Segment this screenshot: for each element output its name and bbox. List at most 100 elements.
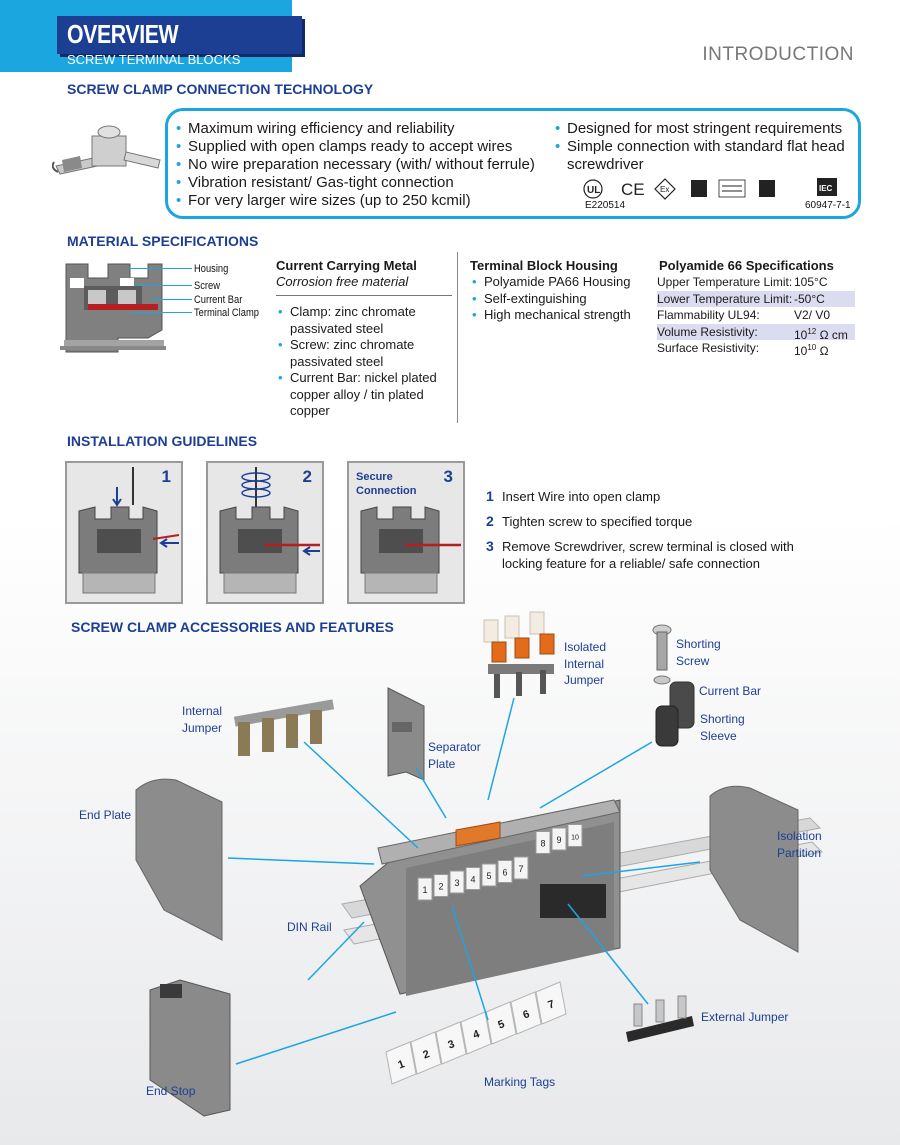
table-row: Flammability UL94: V2/ V0 <box>657 307 855 324</box>
marking-tag <box>535 981 567 1025</box>
label-housing: Housing <box>194 263 229 275</box>
block-tag <box>497 860 513 883</box>
install-step-1-image: 1 <box>65 461 183 604</box>
metal-spec-subtitle: Corrosion free material <box>276 274 409 289</box>
list-item: Vibration resistant/ Gas-tight connectio… <box>176 174 556 192</box>
label-internal-jumper: Internal Jumper <box>182 704 223 735</box>
spec-key: Surface Resistivity: <box>657 341 760 355</box>
label-end-plate: End Plate <box>79 808 132 822</box>
block-tag <box>449 870 465 894</box>
secure-connection-caption: Secure Connection <box>356 471 417 497</box>
marking-tag <box>410 1031 442 1075</box>
block-tag-number: 8 <box>540 839 545 849</box>
tech-bullets-left: Maximum wiring efficiency and reliabilit… <box>176 120 556 210</box>
heading-connection-technology: SCREW CLAMP CONNECTION TECHNOLOGY <box>67 81 374 97</box>
page-title: OVERVIEW <box>67 19 179 49</box>
spec-key: Volume Resistivity: <box>657 324 758 339</box>
certification-logos: UL CE Ex IEC <box>583 178 837 200</box>
block-tag-number: 3 <box>454 878 459 888</box>
ul-file-number: E220514 <box>585 200 626 211</box>
install-step-3-image: Secure Connection 3 <box>347 461 465 604</box>
spec-value: -50°C <box>794 291 825 306</box>
spec-key: Upper Temperature Limit: <box>657 275 793 289</box>
heading-material-specifications: MATERIAL SPECIFICATIONS <box>67 233 259 249</box>
list-item: No wire preparation necessary (with/ wit… <box>176 156 556 174</box>
list-item: Maximum wiring efficiency and reliabilit… <box>176 120 556 138</box>
block-tag-number: 1 <box>422 885 427 895</box>
terminal-block-image <box>219 467 320 594</box>
separator-plate-image <box>387 687 425 781</box>
terminal-block-image <box>360 506 461 594</box>
ce-mark-icon: CE <box>621 180 645 199</box>
label-current-bar: Current Bar <box>699 684 762 698</box>
step-text: Tighten screw to specified torque <box>502 514 693 529</box>
page-subtitle: SCREW TERMINAL BLOCKS <box>67 52 241 67</box>
table-row: Surface Resistivity: 1010 Ω <box>657 340 855 358</box>
block-tag <box>567 824 583 847</box>
step-number: 1 <box>161 467 171 486</box>
callout-lines <box>227 697 701 1065</box>
divider <box>276 295 452 296</box>
label-end-stop: End Stop <box>146 1084 196 1098</box>
terminal-block-cross-section-image <box>60 263 166 353</box>
install-step-2-image: 2 <box>206 461 324 604</box>
isolated-internal-jumper-image <box>483 611 555 698</box>
pointer-line <box>128 268 192 269</box>
list-item: Current Bar: nickel plated copper alloy … <box>278 370 452 420</box>
step-text: Insert Wire into open clamp <box>502 489 661 504</box>
spec-value: 1012 Ω cm <box>794 324 848 342</box>
marking-tag <box>485 1001 517 1045</box>
value-unit: Ω cm <box>816 327 848 342</box>
iec-mark-icon: IEC <box>817 178 837 196</box>
marking-tag-number: 4 <box>471 1028 482 1042</box>
end-stop-image <box>149 979 231 1117</box>
pointer-line <box>130 312 192 313</box>
list-item: Self-extinguishing <box>472 291 650 308</box>
block-tag-number: 4 <box>470 875 475 885</box>
install-step-2-text: 2 Tighten screw to specified torque <box>486 513 816 530</box>
list-item: Polyamide PA66 Housing <box>472 274 650 291</box>
svg-text:UL: UL <box>587 185 600 196</box>
label-isolation-partition: Isolation Partition <box>777 829 822 860</box>
marking-tag <box>510 991 542 1035</box>
polyamide-spec-table: Upper Temperature Limit: 105°C Lower Tem… <box>657 274 855 358</box>
spec-key: Flammability UL94: <box>657 308 760 322</box>
screw-clamp-image <box>52 125 161 175</box>
block-tag-number: 10 <box>571 835 579 842</box>
divider <box>457 252 458 423</box>
section-label: INTRODUCTION <box>702 44 854 65</box>
list-item: Simple connection with standard flat hea… <box>555 138 855 174</box>
block-tag-number: 5 <box>486 871 491 881</box>
list-item: Screw: zinc chromate passivated steel <box>278 337 452 370</box>
iec-standard-number: 60947-7-1 <box>805 200 851 211</box>
value-unit: Ω <box>816 344 829 358</box>
polyamide-spec-title: Polyamide 66 Specifications <box>659 258 834 273</box>
block-tag-number: 7 <box>518 864 523 874</box>
value-base: 10 <box>794 344 808 358</box>
label-screw: Screw <box>194 280 220 292</box>
value-exponent: 10 <box>807 343 817 352</box>
value-exponent: 12 <box>807 326 817 336</box>
label-isolated-internal-jumper: Isolated Internal Jumper <box>564 640 607 687</box>
block-tag <box>433 874 449 897</box>
spec-key: Lower Temperature Limit: <box>657 291 793 306</box>
step-number: 2 <box>302 467 312 486</box>
value-base: 10 <box>794 327 808 342</box>
label-shorting-screw: Shorting Screw <box>676 637 721 668</box>
step-number: 3 <box>443 467 453 486</box>
install-step-3-text: 3 Remove Screwdriver, screw terminal is … <box>486 538 816 572</box>
block-tag-number: 2 <box>438 882 443 892</box>
end-plate-image <box>135 778 223 941</box>
marking-tag-number: 2 <box>421 1048 431 1061</box>
label-din-rail: DIN Rail <box>287 920 332 934</box>
table-row: Lower Temperature Limit: -50°C <box>657 290 855 307</box>
marking-tag-number: 7 <box>546 998 556 1011</box>
external-jumper-image <box>626 995 694 1042</box>
block-tag <box>513 856 529 880</box>
spec-value: V2/ V0 <box>794 308 831 322</box>
block-tag <box>551 827 567 851</box>
heading-installation-guidelines: INSTALLATION GUIDELINES <box>67 433 258 449</box>
step-number: 1 <box>486 488 494 504</box>
step-text: Remove Screwdriver, screw terminal is cl… <box>502 539 794 571</box>
